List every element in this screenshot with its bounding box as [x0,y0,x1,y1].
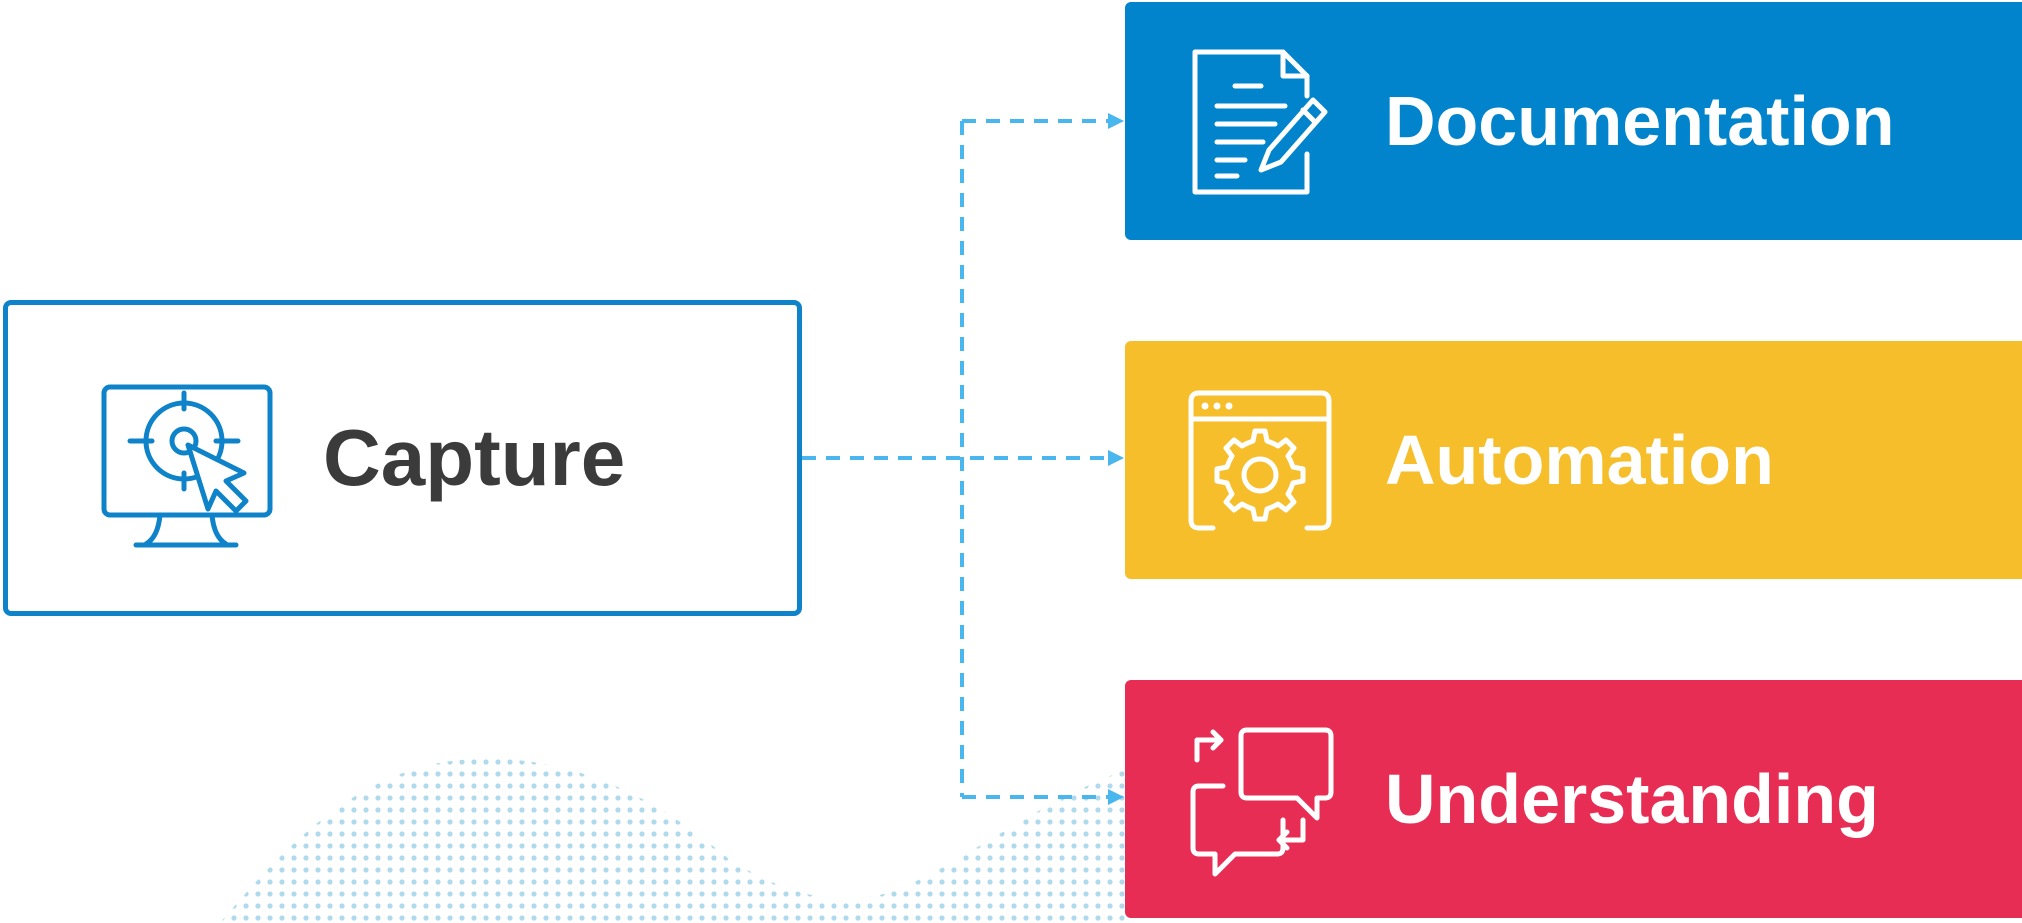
monitor-target-cursor-icon [101,384,273,548]
arrowhead-understanding [1108,789,1124,805]
automation-node: Automation [1125,341,2022,579]
understanding-label: Understanding [1385,760,1879,838]
documentation-node: Documentation [1125,2,2022,240]
conversation-icon [1190,727,1334,877]
capture-label: Capture [323,413,626,502]
capture-node: Capture [3,300,802,616]
documentation-label: Documentation [1385,82,1895,160]
document-edit-icon [1192,49,1328,195]
browser-gear-icon [1188,390,1332,531]
automation-label: Automation [1385,421,1774,499]
arrowhead-documentation [1108,113,1124,129]
understanding-node: Understanding [1125,680,2022,918]
arrowhead-automation [1108,450,1124,466]
